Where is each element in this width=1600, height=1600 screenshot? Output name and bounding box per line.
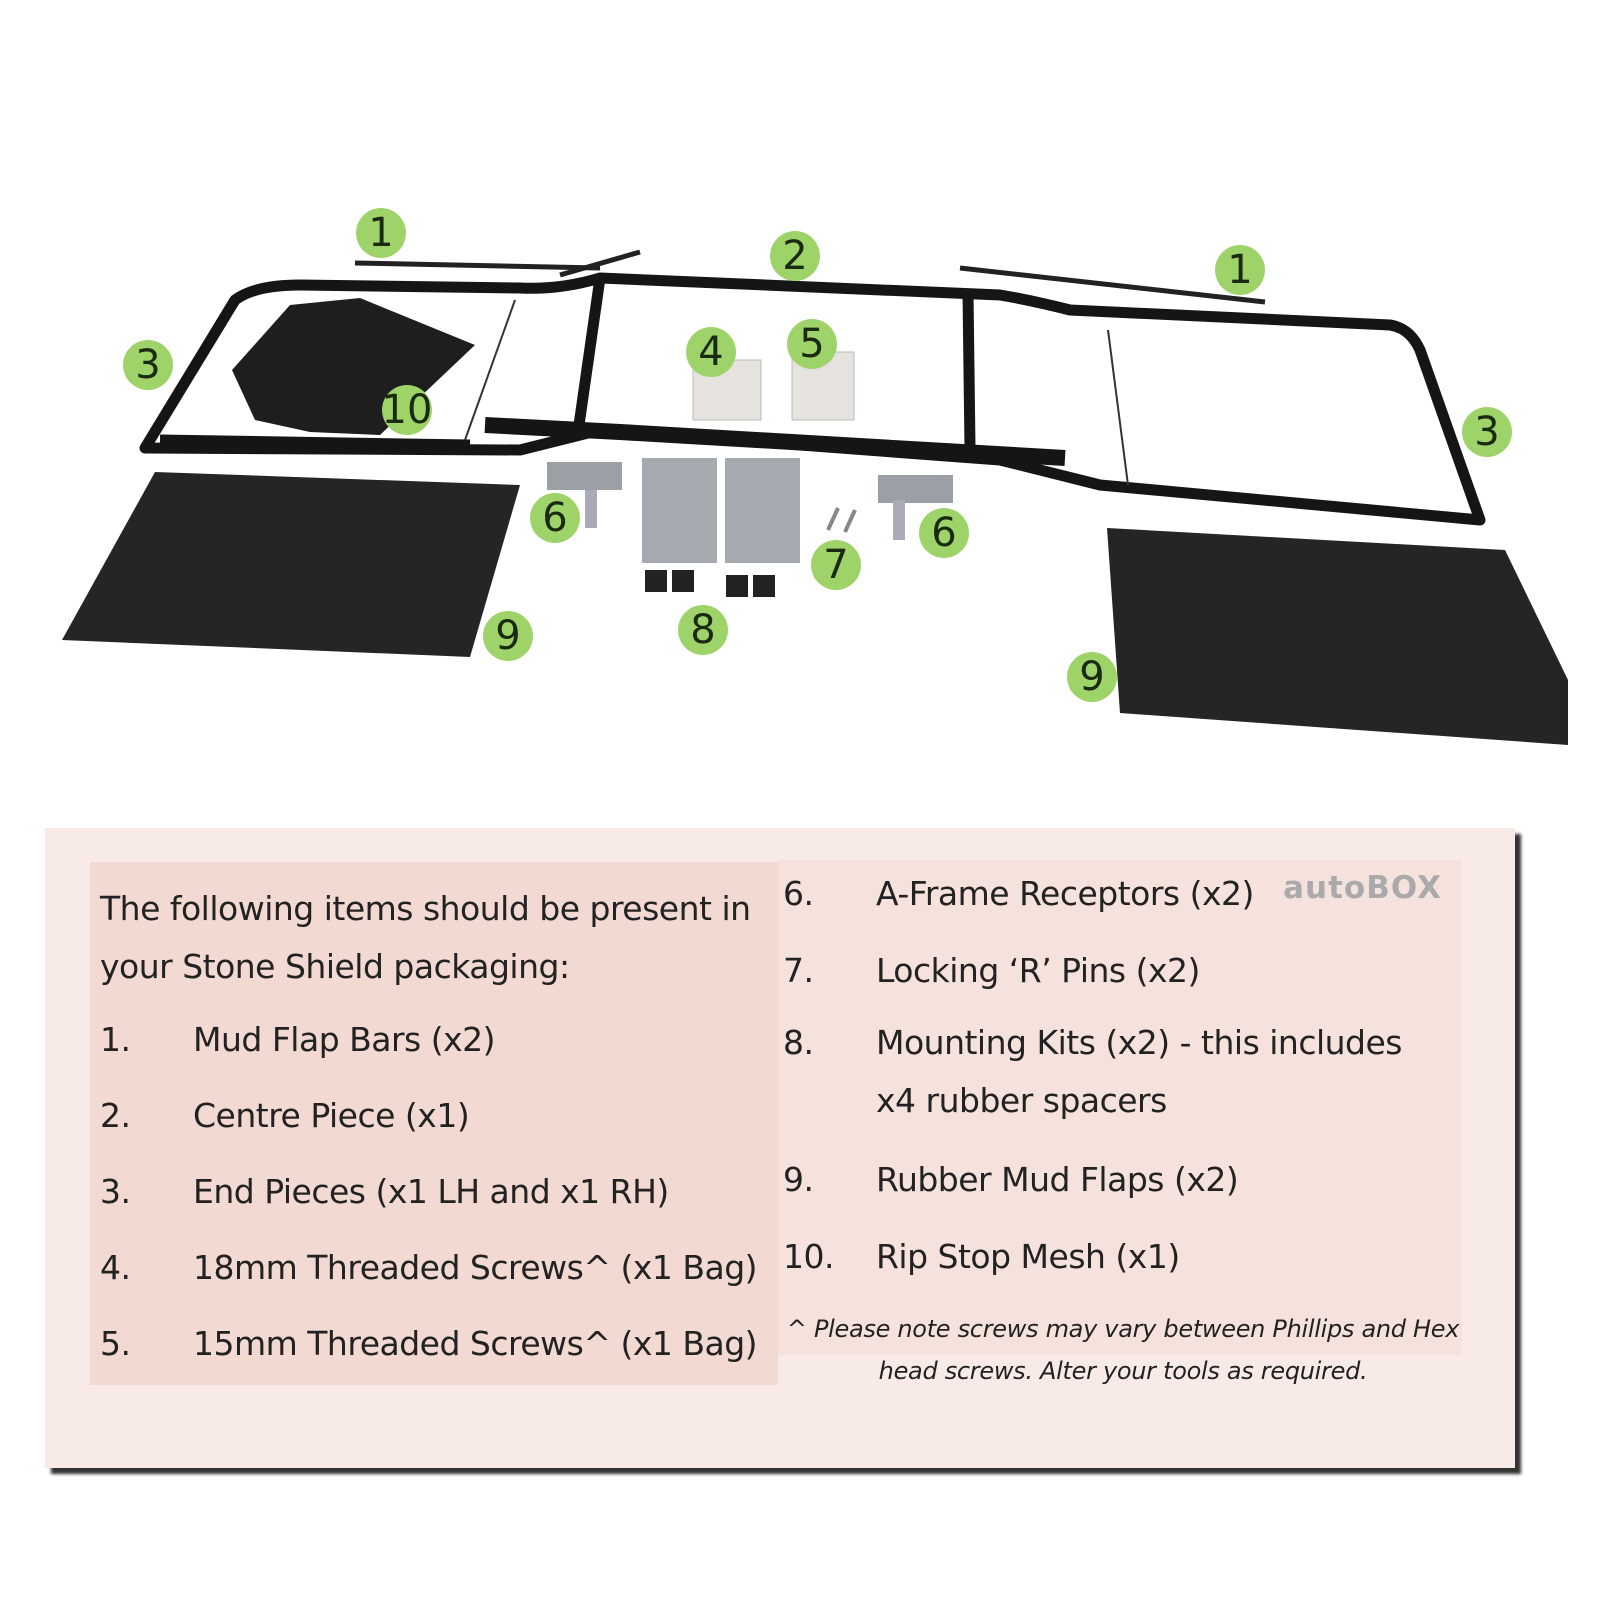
callout-number: 9 [495, 613, 520, 659]
callout-circle [919, 508, 969, 558]
callout-circle [787, 319, 837, 369]
item-number: 2. [100, 1096, 131, 1135]
callout-circle [1462, 407, 1512, 457]
item-label: Mud Flap Bars (x2) [193, 1020, 496, 1059]
callout-number: 3 [135, 342, 160, 388]
callout-number: 6 [931, 510, 956, 556]
callout-number: 2 [782, 233, 807, 279]
callout-6: 6 [919, 508, 969, 558]
mounting-kit [725, 458, 800, 597]
callout-number: 7 [823, 542, 848, 588]
mud-flap-bar-left [354, 249, 641, 278]
callout-circle [382, 385, 432, 435]
item-number: 7. [783, 951, 814, 990]
item-label: 18mm Threaded Screws^ (x1 Bag) [193, 1248, 758, 1287]
callout-circle [530, 493, 580, 543]
packing-list-right: autoBOX 6. A-Frame Receptors (x2) 7. Locki… [778, 860, 1462, 1385]
callout-1: 1 [1215, 245, 1265, 295]
callout-circle [123, 340, 173, 390]
rip-stop-mesh [232, 298, 475, 435]
mesh-line [1107, 329, 1129, 486]
item-label: Mounting Kits (x2) - this includes [876, 1023, 1403, 1062]
callout-circle [1215, 245, 1265, 295]
item-label: End Pieces (x1 LH and x1 RH) [193, 1172, 669, 1211]
callout-number: 5 [799, 321, 824, 367]
callout-1: 1 [356, 208, 406, 258]
rubber-mud-flap-left [62, 472, 520, 657]
callout-number: 8 [690, 607, 715, 653]
item-label: 15mm Threaded Screws^ (x1 Bag) [193, 1324, 758, 1363]
item-number: 9. [783, 1160, 814, 1199]
callout-number: 1 [368, 210, 393, 256]
frame [139, 272, 1486, 526]
callout-4: 4 [686, 327, 736, 377]
item-number: 5. [100, 1324, 131, 1363]
callout-10: 10 [382, 385, 433, 435]
callout-8: 8 [678, 605, 728, 655]
rubber-mud-flap-right [1107, 528, 1568, 745]
callout-circle [678, 605, 728, 655]
brand-logo: autoBOX [1283, 870, 1442, 906]
mesh-line [464, 299, 516, 441]
callout-number: 1 [1227, 247, 1252, 293]
a-frame-receptor [547, 462, 622, 528]
locking-r-pins [826, 507, 857, 533]
item-number: 10. [783, 1237, 834, 1276]
callout-7: 7 [811, 540, 861, 590]
item-label: Rip Stop Mesh (x1) [876, 1237, 1180, 1276]
mounting-kit [642, 458, 717, 592]
item-label: Rubber Mud Flaps (x2) [876, 1160, 1239, 1199]
item-label: Locking ‘R’ Pins (x2) [876, 951, 1200, 990]
item-label: A-Frame Receptors (x2) [876, 874, 1254, 913]
callout-3: 3 [123, 340, 173, 390]
callout-circle [770, 231, 820, 281]
item-number: 6. [783, 874, 814, 913]
callout-number: 9 [1079, 654, 1104, 700]
packing-list-panel: The following items should be present in… [45, 828, 1515, 1468]
callout-number: 3 [1474, 409, 1499, 455]
item-number: 3. [100, 1172, 131, 1211]
callout-circle [483, 611, 533, 661]
callout-9: 9 [1067, 652, 1117, 702]
parts-illustration: 1 2 1 3 4 5 3 10 6 7 6 8 9 9 [62, 208, 1568, 745]
item-number: 1. [100, 1020, 131, 1059]
callout-number: 6 [542, 495, 567, 541]
screw-note: ^ Please note screws may vary between Ph… [786, 1315, 1460, 1385]
callout-number: 4 [698, 329, 723, 375]
callout-circle [811, 540, 861, 590]
callout-2: 2 [770, 231, 820, 281]
item-number: 8. [783, 1023, 814, 1062]
callout-circle [356, 208, 406, 258]
callout-3: 3 [1462, 407, 1512, 457]
item-label-continued: x4 rubber spacers [876, 1081, 1167, 1120]
callout-9: 9 [483, 611, 533, 661]
callout-circle [686, 327, 736, 377]
a-frame-receptor [878, 475, 953, 540]
callout-number: 10 [382, 387, 433, 433]
callout-circle [1067, 652, 1117, 702]
packing-list-left: The following items should be present in… [90, 862, 778, 1385]
intro-text: The following items should be present in… [100, 889, 751, 986]
callout-5: 5 [787, 319, 837, 369]
callout-6: 6 [530, 493, 580, 543]
mud-flap-bar-right [959, 265, 1266, 305]
item-label: Centre Piece (x1) [193, 1096, 470, 1135]
item-number: 4. [100, 1248, 131, 1287]
